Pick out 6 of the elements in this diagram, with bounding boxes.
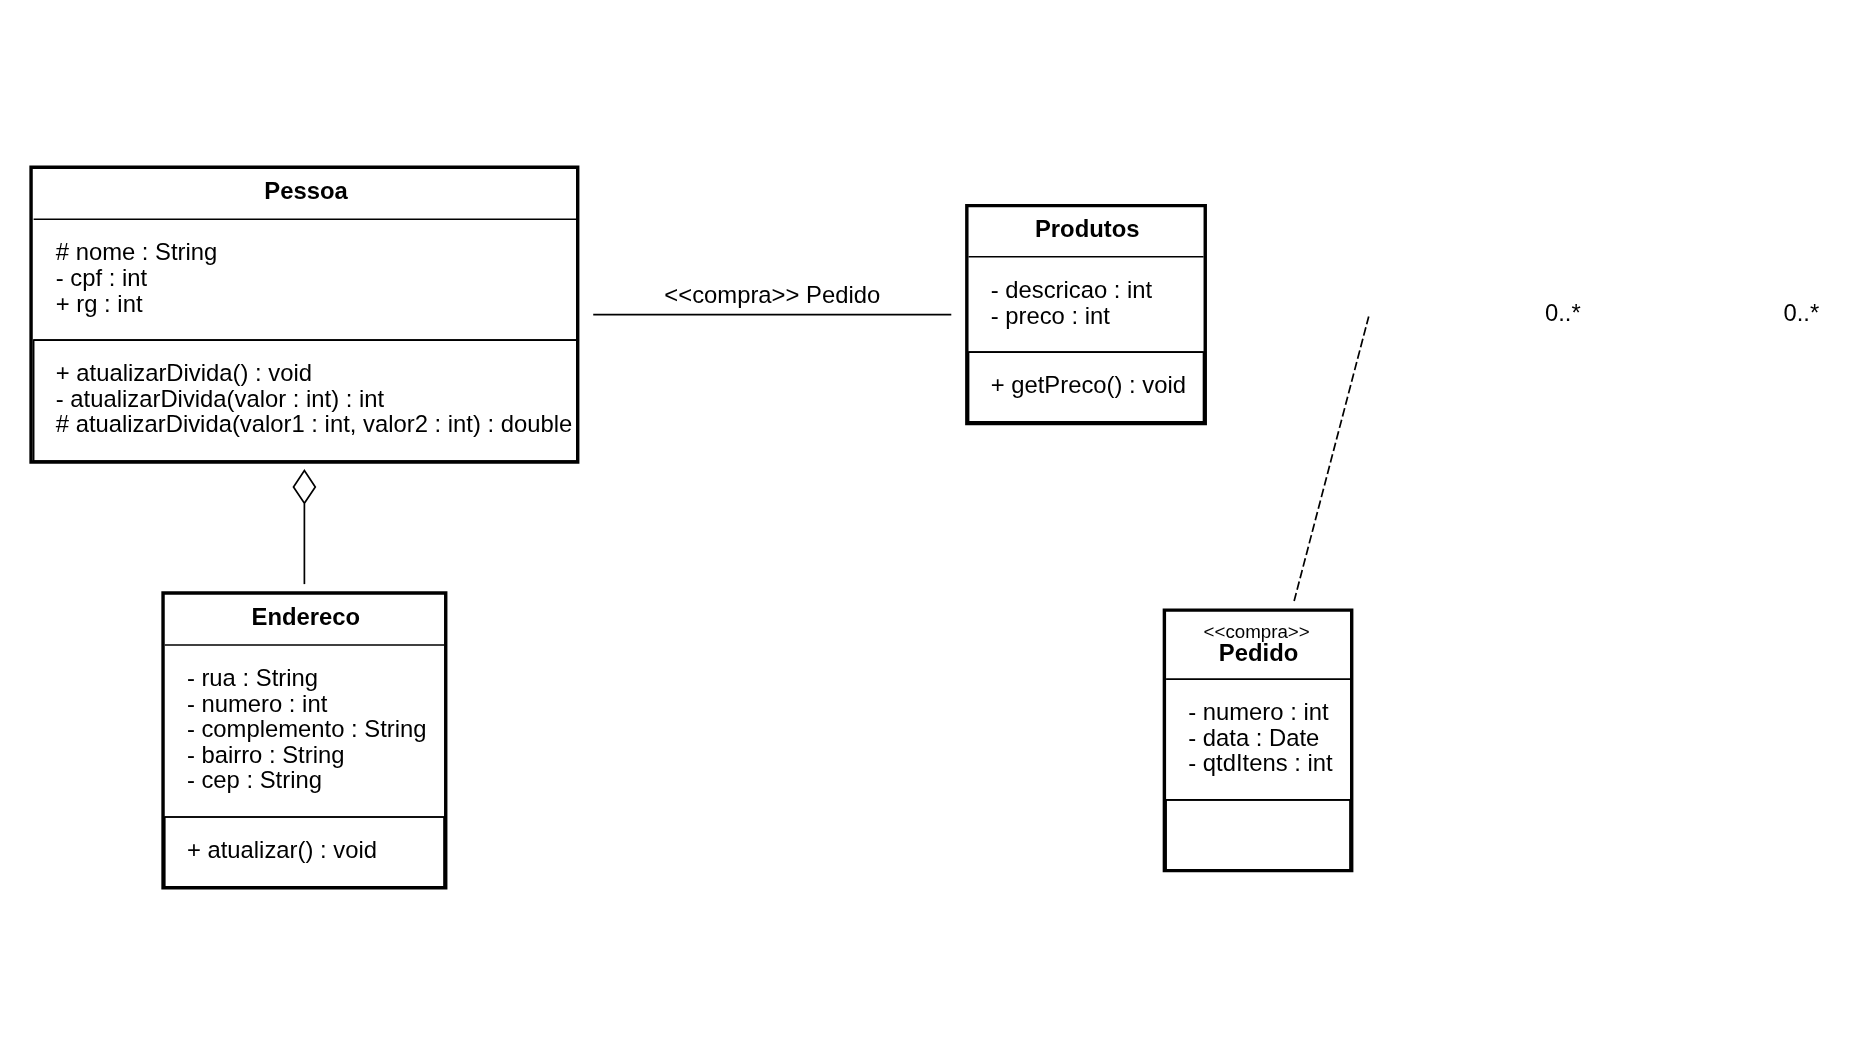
edge-label: <<compra>> Pedido xyxy=(664,281,881,309)
connector xyxy=(292,469,317,585)
connector xyxy=(592,313,953,316)
connector xyxy=(1293,315,1370,602)
label: 0..* xyxy=(1783,298,1820,326)
label: 0..* xyxy=(1544,298,1581,326)
